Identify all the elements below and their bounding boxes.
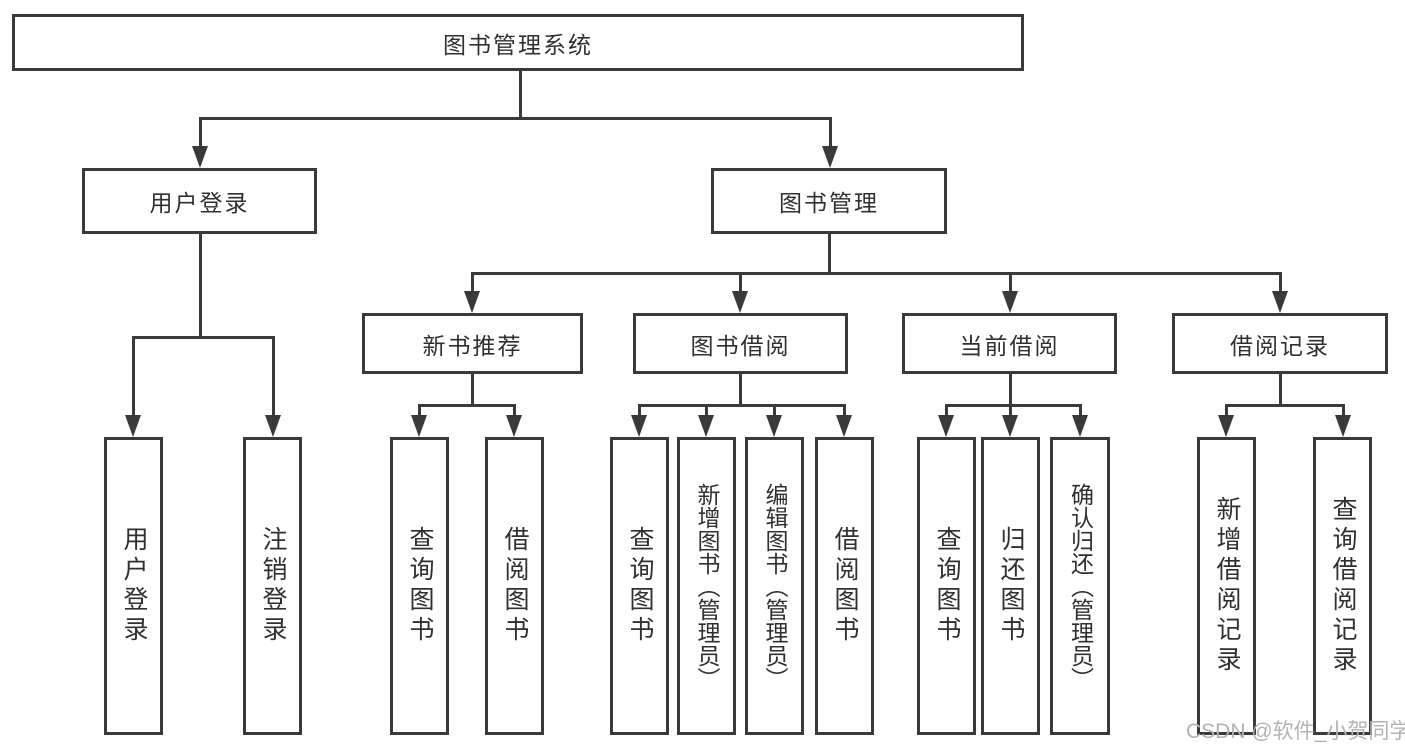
arrow-down-icon: [464, 272, 480, 313]
arrow-down-icon: [822, 117, 838, 168]
node-add-borrow-record: 新增借阅记录: [1197, 437, 1256, 735]
node-query-books-current: 查询图书: [917, 437, 976, 735]
connector-book-management-branch: [470, 272, 1282, 275]
connector-user-login-branch: [131, 336, 275, 339]
arrow-down-icon: [506, 404, 522, 437]
connector-current-borrowing-branch: [944, 404, 1082, 407]
connector-new-book-stem: [470, 374, 474, 407]
arrow-down-icon: [938, 404, 954, 437]
node-add-book-admin: 新增图书（管理员）: [677, 437, 736, 735]
connector-book-borrowing-branch: [637, 404, 846, 407]
connector-user-login-stem: [198, 234, 202, 339]
arrow-down-icon: [1002, 272, 1018, 313]
node-book-borrowing: 图书借阅: [633, 313, 848, 374]
node-query-books-recommend: 查询图书: [390, 437, 449, 735]
arrow-down-icon: [732, 272, 748, 313]
node-library-management-system: 图书管理系统: [12, 14, 1024, 71]
arrow-down-icon: [1272, 272, 1288, 313]
node-logout: 注销登录: [243, 437, 302, 735]
node-user-login: 用户登录: [82, 168, 317, 234]
connector-current-borrowing-stem: [1008, 374, 1012, 407]
arrow-down-icon: [1335, 404, 1351, 437]
node-user-login-action: 用户登录: [104, 437, 163, 735]
arrow-down-icon: [1072, 404, 1088, 437]
arrow-down-icon: [836, 404, 852, 437]
node-borrow-books-recommend: 借阅图书: [485, 437, 544, 735]
arrow-down-icon: [411, 404, 427, 437]
arrow-down-icon: [631, 404, 647, 437]
node-new-book-recommendation: 新书推荐: [362, 313, 583, 374]
arrow-down-icon: [698, 404, 714, 437]
node-query-books-borrowing: 查询图书: [610, 437, 669, 735]
node-current-borrowing: 当前借阅: [902, 313, 1117, 374]
connector-new-book-branch: [417, 404, 516, 407]
arrow-down-icon: [125, 336, 141, 437]
connector-book-borrowing-stem: [738, 374, 742, 407]
connector-borrowing-records-branch: [1224, 404, 1345, 407]
arrow-down-icon: [766, 404, 782, 437]
connector-borrowing-records-stem: [1278, 374, 1282, 407]
connector-book-management-stem: [827, 234, 831, 275]
node-return-book: 归还图书: [981, 437, 1040, 735]
arrow-down-icon: [1218, 404, 1234, 437]
arrow-down-icon: [192, 117, 208, 168]
node-borrowing-records: 借阅记录: [1172, 313, 1388, 374]
arrow-down-icon: [1002, 404, 1018, 437]
node-edit-book-admin: 编辑图书（管理员）: [745, 437, 804, 735]
arrow-down-icon: [265, 336, 281, 437]
node-query-borrow-record: 查询借阅记录: [1313, 437, 1372, 735]
node-book-management: 图书管理: [711, 168, 947, 234]
node-borrow-books-borrowing: 借阅图书: [815, 437, 874, 735]
node-confirm-return-admin: 确认归还（管理员）: [1050, 437, 1110, 735]
watermark: CSDN @软件_小贺同学: [1186, 720, 1405, 743]
connector-root-stem: [518, 71, 522, 120]
connector-root-branch: [198, 117, 832, 120]
